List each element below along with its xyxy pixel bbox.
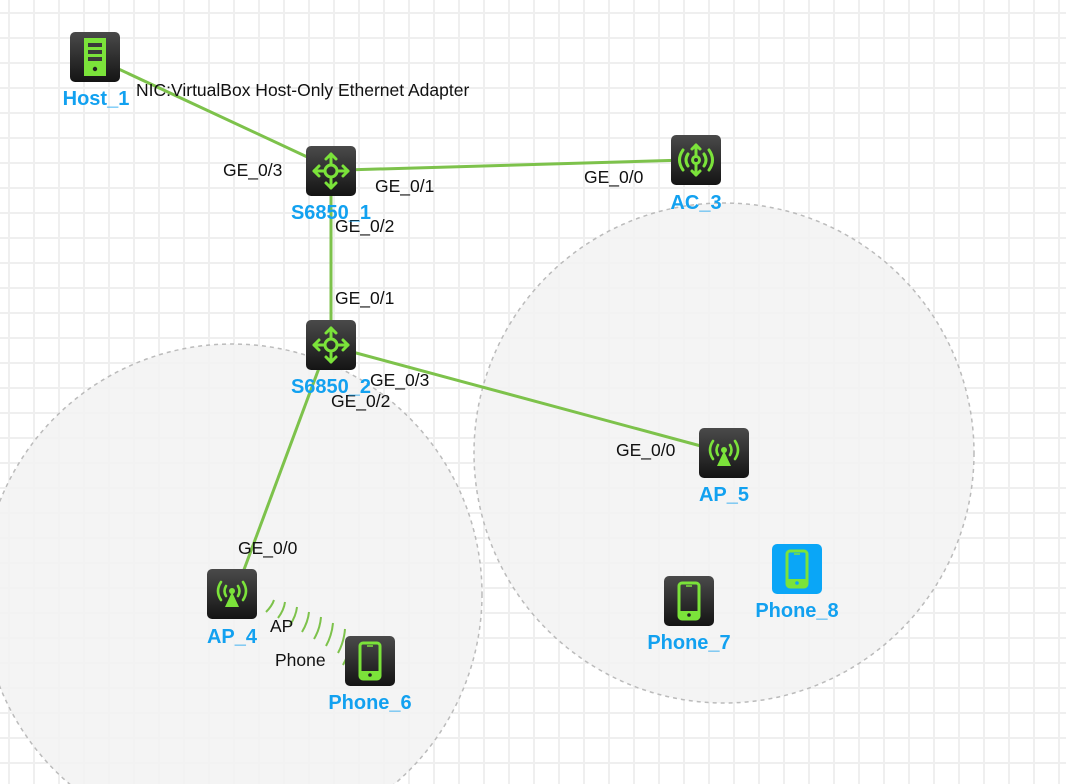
node-label-ap-5: AP_5 xyxy=(698,484,750,506)
port-label-s6850-1-ge-0-1: GE_0/1 xyxy=(375,176,435,196)
port-label-ap-4-ge-0-0: GE_0/0 xyxy=(238,538,298,558)
node-host-1[interactable] xyxy=(70,32,120,82)
node-label-phone-6: Phone_6 xyxy=(328,692,412,714)
phone-icon xyxy=(785,549,809,589)
phone-icon xyxy=(677,581,701,621)
wireless-ap-icon xyxy=(708,439,740,466)
node-label-ap-4: AP_4 xyxy=(206,626,258,648)
port-label-ap-5-ge-0-0: GE_0/0 xyxy=(616,440,676,460)
wireless-link-ap-4-phone-6[interactable] xyxy=(265,599,351,666)
access-controller-icon xyxy=(678,143,714,177)
port-label-ac-3-ge-0-0: GE_0/0 xyxy=(584,167,644,187)
port-label-s6850-1-ge-0-3: GE_0/3 xyxy=(223,160,283,180)
node-label-s6850-2: S6850_2 xyxy=(290,376,372,398)
node-ap-4[interactable] xyxy=(207,569,257,619)
node-s6850-2[interactable] xyxy=(306,320,356,370)
node-phone-8[interactable] xyxy=(772,544,822,594)
node-label-s6850-1: S6850_1 xyxy=(290,202,372,224)
node-label-phone-8: Phone_8 xyxy=(755,600,839,622)
node-s6850-1[interactable] xyxy=(306,146,356,196)
wireless-label-ap: AP xyxy=(270,616,294,636)
host-server-icon xyxy=(84,38,106,76)
node-phone-6[interactable] xyxy=(345,636,395,686)
link-s6850-2-ap-5[interactable] xyxy=(344,348,713,451)
port-label-s6850-1-ge-0-2: GE_0/2 xyxy=(335,216,395,236)
port-label-s6850-2-ge-0-3: GE_0/3 xyxy=(370,370,430,390)
node-ac-3[interactable] xyxy=(671,135,721,185)
wireless-label-phone: Phone xyxy=(275,650,326,670)
coverage-area-ap-4 xyxy=(0,343,483,784)
port-label-s6850-2-ge-0-1: GE_0/1 xyxy=(335,288,395,308)
node-phone-7[interactable] xyxy=(664,576,714,626)
switch-icon xyxy=(312,326,350,364)
port-label-s6850-2-ge-0-2: GE_0/2 xyxy=(331,391,391,411)
wireless-ap-icon xyxy=(216,580,248,607)
port-label-host-1-nic: NIC:VirtualBox Host-Only Ethernet Adapte… xyxy=(136,80,470,100)
link-s6850-1-ac-3[interactable] xyxy=(344,158,687,172)
node-label-ac-3: AC_3 xyxy=(670,192,722,214)
switch-icon xyxy=(312,152,350,190)
link-host-1-s6850-1[interactable] xyxy=(109,63,319,164)
link-s6850-2-ap-4[interactable] xyxy=(240,359,324,576)
node-ap-5[interactable] xyxy=(699,428,749,478)
node-label-phone-7: Phone_7 xyxy=(647,632,731,654)
node-label-host-1: Host_1 xyxy=(62,88,130,110)
phone-icon xyxy=(358,641,382,681)
